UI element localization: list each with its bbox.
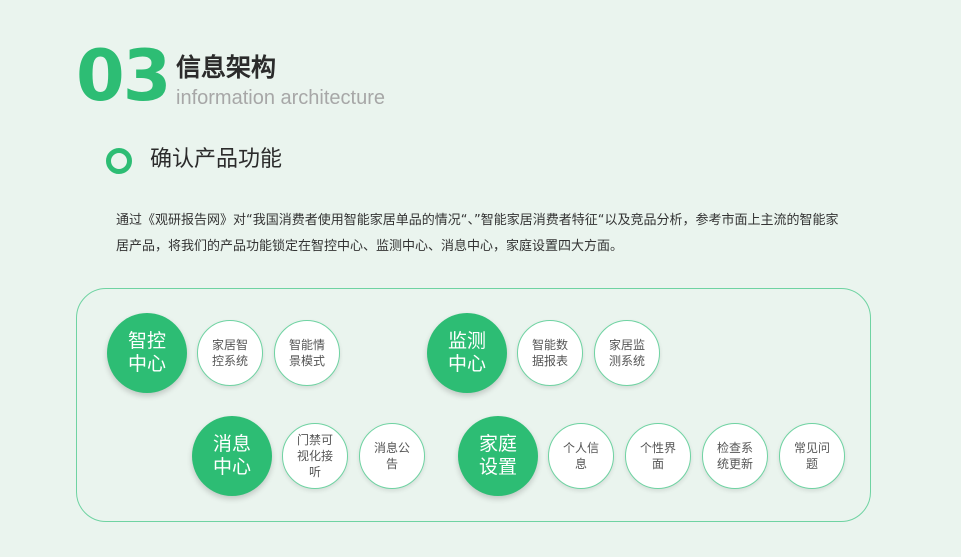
section-subheading: 确认产品功能 (150, 147, 283, 172)
feature-item-label: 门禁可视化接听 (296, 433, 333, 479)
page-title: 信息架构 (176, 53, 277, 82)
feature-item[interactable]: 门禁可视化接听 (282, 423, 348, 489)
feature-item-label: 个人信息 (562, 441, 599, 471)
feature-item[interactable]: 智能数据报表 (517, 320, 583, 386)
ring-bullet-icon (106, 148, 132, 174)
feature-item-label: 智能情景模式 (288, 338, 325, 368)
page-subtitle-en: information architecture (176, 87, 385, 109)
feature-item[interactable]: 家居智控系统 (197, 320, 263, 386)
feature-item-label: 消息公告 (373, 441, 410, 471)
feature-group-messages[interactable]: 消息中心 (192, 416, 272, 496)
feature-item-label: 个性界面 (639, 441, 676, 471)
feature-item[interactable]: 检查系统更新 (702, 423, 768, 489)
feature-item[interactable]: 消息公告 (359, 423, 425, 489)
feature-group-label: 家庭设置 (478, 433, 517, 478)
feature-group-label: 智控中心 (127, 330, 166, 375)
feature-item[interactable]: 家居监测系统 (594, 320, 660, 386)
feature-item-label: 家居智控系统 (211, 338, 248, 368)
feature-group-home-settings[interactable]: 家庭设置 (458, 416, 538, 496)
feature-panel: 智控中心 家居智控系统 智能情景模式 监测中心 智能数据报表 家居监测系统 消息… (76, 288, 871, 522)
feature-item[interactable]: 常见问题 (779, 423, 845, 489)
feature-item-label: 家居监测系统 (608, 338, 645, 368)
description-paragraph: 通过《观研报告网》对“我国消费者使用智能家居单品的情况“、”智能家居消费者特征“… (116, 213, 839, 254)
feature-group-label: 监测中心 (447, 330, 486, 375)
feature-item[interactable]: 智能情景模式 (274, 320, 340, 386)
feature-group-label: 消息中心 (212, 433, 251, 478)
feature-group-monitoring[interactable]: 监测中心 (427, 313, 507, 393)
feature-item-label: 智能数据报表 (531, 338, 568, 368)
feature-item[interactable]: 个性界面 (625, 423, 691, 489)
feature-item[interactable]: 个人信息 (548, 423, 614, 489)
feature-group-smart-control[interactable]: 智控中心 (107, 313, 187, 393)
section-number: 03 (76, 35, 171, 117)
feature-item-label: 常见问题 (793, 441, 830, 471)
feature-item-label: 检查系统更新 (716, 441, 753, 471)
